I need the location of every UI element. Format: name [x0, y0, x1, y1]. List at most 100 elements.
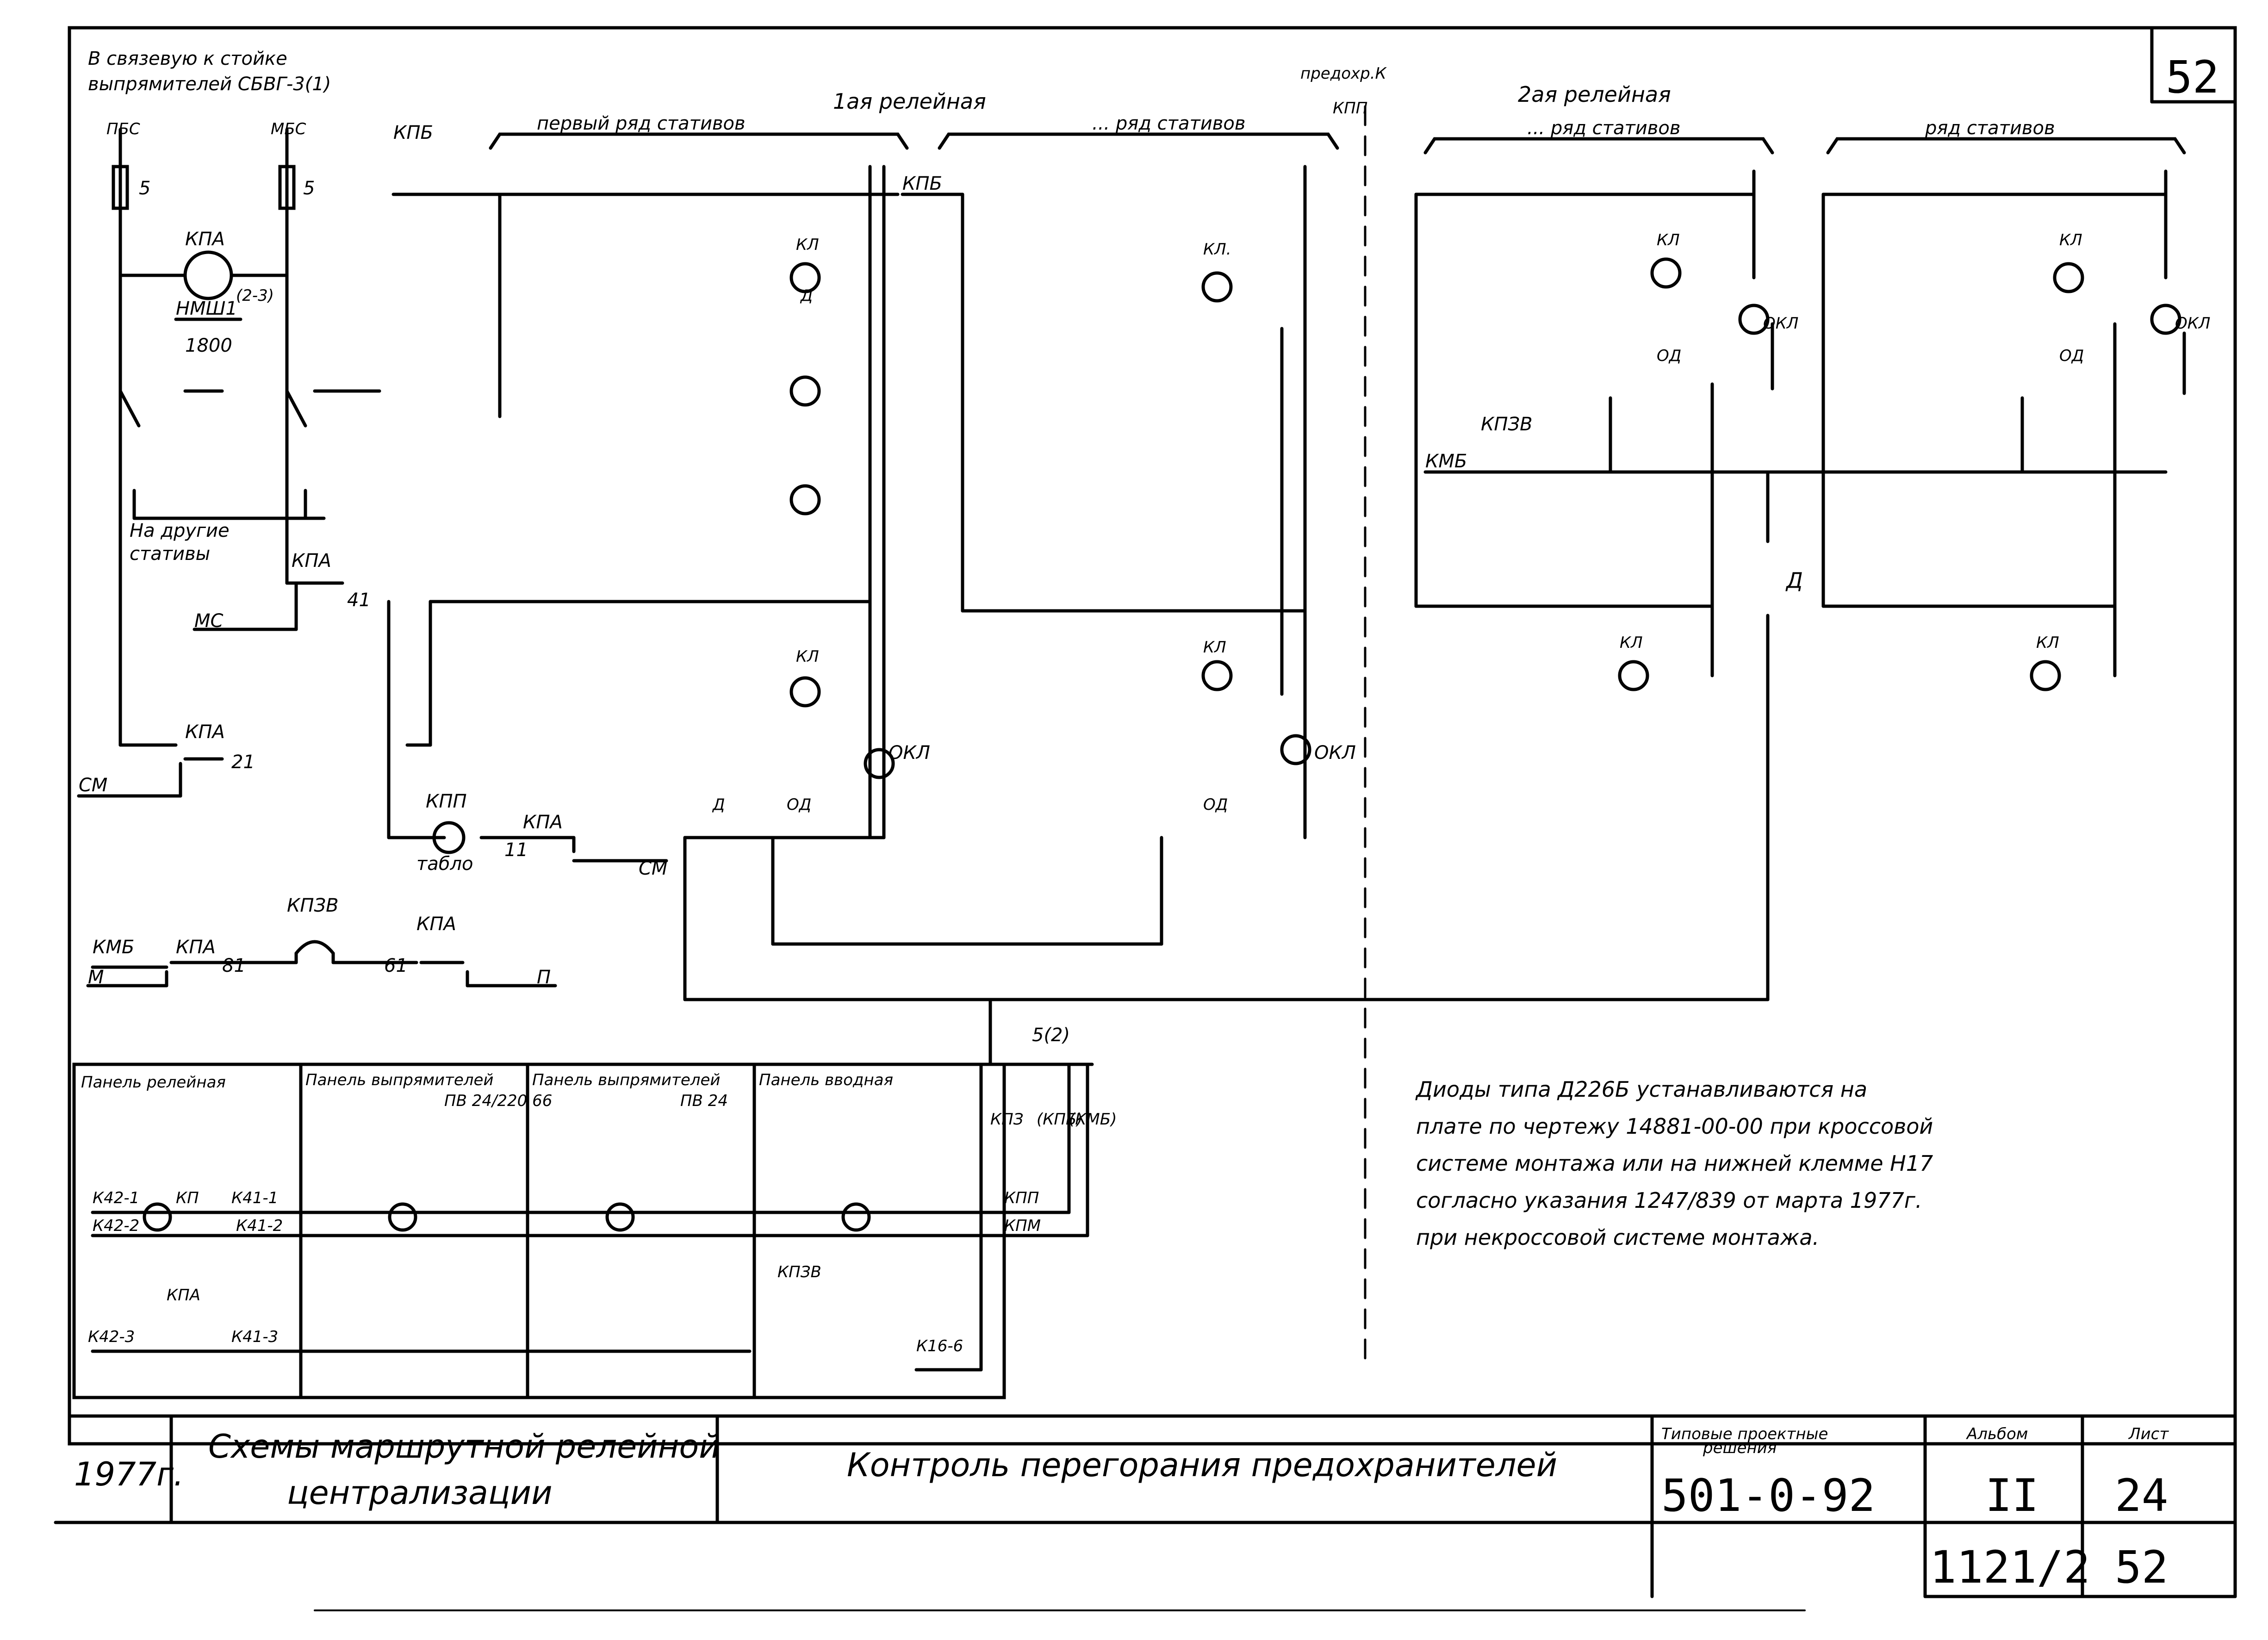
- label-kl-r3: КЛ: [2059, 231, 2082, 249]
- label-kpa-21: КПА: [185, 721, 225, 743]
- label-kl-4: КЛ: [796, 647, 819, 666]
- label-81: 81: [222, 955, 246, 976]
- note-top-2: выпрямителей СБВГ-3(1): [88, 74, 331, 95]
- note-line-2: плате по чертежу 14881-00-00 при кроссов…: [1416, 1114, 1933, 1139]
- label-kl-1: КЛ: [796, 236, 819, 254]
- label-5-left: 5: [139, 178, 150, 199]
- label-5-right: 5: [303, 178, 315, 199]
- note-top-1: В связевую к стойке: [88, 48, 287, 69]
- term-k42-1: К42-1: [93, 1189, 139, 1207]
- label-bus-5-2: 5(2): [1032, 1025, 1070, 1046]
- note-line-5: при некроссовой системе монтажа.: [1416, 1225, 1819, 1250]
- label-m: М: [88, 967, 104, 988]
- label-to-other-2: стативы: [130, 543, 210, 565]
- label-kpzv-right: КПЗВ: [1481, 414, 1533, 435]
- term-kpa: КПА: [167, 1286, 200, 1305]
- note-line-4: согласно указания 1247/839 от марта 1977…: [1416, 1188, 1922, 1213]
- term-k42-3: К42-3: [88, 1328, 135, 1346]
- label-kpb-2: КПБ: [902, 173, 942, 194]
- label-mbs: МБС: [271, 120, 306, 138]
- note-line-1: Диоды типа Д226Б устанавливаются на: [1415, 1077, 1867, 1102]
- title-year: 1977г.: [74, 1455, 184, 1493]
- label-d-lower: Д: [712, 795, 725, 814]
- label-kl-5: КЛ: [1203, 638, 1226, 657]
- label-nmsh-num: 1800: [185, 335, 232, 356]
- kpp-center: КПП: [1333, 99, 1367, 118]
- label-nmsh: НМШ1: [176, 298, 237, 319]
- label-d-1: Д: [800, 286, 813, 305]
- label-kmb-right: КМБ: [1425, 451, 1467, 472]
- term-kp: КП: [176, 1189, 199, 1207]
- label-41: 41: [347, 590, 371, 611]
- label-sm-left: СМ: [79, 775, 107, 796]
- sheet-corner: 52: [2166, 51, 2219, 103]
- label-kpa-61: КПА: [416, 913, 456, 935]
- label-okl-r1: ОКЛ: [1763, 314, 1798, 333]
- label-kpp-low: КПП: [1004, 1189, 1039, 1207]
- type-header-1: Типовые проектные: [1661, 1425, 1828, 1443]
- label-kpb: КПБ: [393, 122, 433, 143]
- label-tablo: табло: [416, 853, 473, 875]
- panel-sub-rect-2: ПВ 24: [680, 1092, 728, 1110]
- panel-title-rect-2: Панель выпрямителей: [532, 1071, 721, 1089]
- term-k41-1: К41-1: [231, 1189, 278, 1207]
- label-okl-r2: ОКЛ: [2175, 314, 2210, 333]
- panels-frame: [72, 1062, 1006, 1399]
- term-k41-2: К41-2: [236, 1217, 283, 1235]
- label-p: П: [537, 967, 551, 988]
- term-k41-3: К41-3: [231, 1328, 278, 1346]
- panel-sub-rect-1: ПВ 24/220 66: [444, 1092, 552, 1110]
- label-kpm-low: КПМ: [1004, 1217, 1041, 1235]
- label-od-r1: ОД: [1657, 347, 1681, 365]
- label-ms: МС: [194, 610, 224, 632]
- label-kmb-paren: (КМБ): [1069, 1110, 1117, 1129]
- label-kpa-contacts: (2-3): [236, 286, 274, 305]
- label-d-right: Д: [1785, 568, 1803, 593]
- label-okl-2: ОКЛ: [1314, 742, 1356, 764]
- label-pbs: ПБС: [106, 120, 140, 138]
- relay-room-2: 2ая релейная: [1518, 82, 1671, 107]
- label-61: 61: [384, 955, 408, 976]
- label-kpa-top: КПА: [185, 229, 225, 250]
- label-okl-1: ОКЛ: [889, 742, 930, 764]
- label-21: 21: [231, 752, 255, 773]
- label-kpb-paren: (КПБ): [1037, 1110, 1083, 1129]
- label-kpp: КПП: [426, 791, 467, 812]
- label-kl-r4: КЛ: [2036, 634, 2059, 652]
- album-value: II: [1985, 1470, 2039, 1522]
- title-system-1: Схемы маршрутной релейной: [208, 1428, 720, 1466]
- title-system-2: централизации: [287, 1474, 553, 1512]
- label-kl-r1: КЛ: [1657, 231, 1680, 249]
- rack-group-2: ... ряд стативов: [1092, 113, 1245, 134]
- label-od-lower: ОД: [787, 795, 811, 814]
- sheet-value: 24: [2115, 1470, 2169, 1522]
- panel-title-relay: Панель релейная: [81, 1073, 226, 1092]
- label-kpa-11: КПА: [523, 812, 563, 833]
- album-header: Альбом: [1966, 1425, 2028, 1443]
- rack-group-1: первый ряд стативов: [537, 113, 746, 134]
- drawing-frame: [68, 26, 2237, 1446]
- label-kl-2: КЛ.: [1203, 240, 1231, 259]
- labels: 52 В связевую к стойке выпрямителей СБВГ…: [74, 48, 2219, 1593]
- sheet-header: Лист: [2128, 1425, 2169, 1443]
- label-kpa-41: КПА: [292, 550, 331, 572]
- drawing-title: Контроль перегорания предохранителей: [847, 1446, 1557, 1484]
- relay-room-1: 1ая релейная: [833, 89, 986, 114]
- label-kl-r2: КЛ: [1620, 634, 1643, 652]
- rack-group-3: ... ряд стативов: [1527, 118, 1680, 139]
- type-header-2: решения: [1703, 1439, 1777, 1457]
- term-k42-2: К42-2: [93, 1217, 139, 1235]
- order-number: 1121/2: [1930, 1541, 2090, 1593]
- panel-title-rect-1: Панель выпрямителей: [305, 1071, 494, 1089]
- label-kmb-bottom: КМБ: [93, 937, 134, 958]
- label-sm-mid: СМ: [639, 858, 667, 879]
- label-kpz: КПЗ: [990, 1110, 1024, 1129]
- note-line-3: системе монтажа или на нижней клемме Н17: [1416, 1151, 1933, 1176]
- term-k16-6: К16-6: [916, 1337, 963, 1355]
- label-11: 11: [504, 839, 528, 861]
- term-kpzv: КПЗВ: [777, 1263, 821, 1281]
- order-sheet: 52: [2115, 1541, 2169, 1593]
- label-od-2: ОД: [1203, 795, 1228, 814]
- label-od-r2: ОД: [2059, 347, 2084, 365]
